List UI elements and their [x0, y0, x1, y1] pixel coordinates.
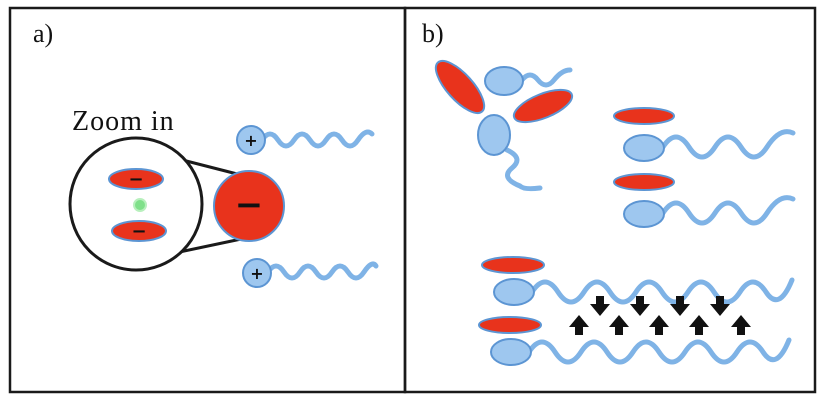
large-anion-sign: −: [235, 185, 264, 225]
panel-b-frame: [403, 6, 817, 394]
pair-2-anion: [613, 173, 675, 191]
down-arrow-4: [710, 296, 730, 316]
pair-4-tail: [526, 337, 792, 365]
cluster-tail-top: [519, 67, 573, 88]
down-arrow-2: [630, 296, 650, 316]
ion-pair-1: [613, 107, 796, 162]
zoom-anion-bottom: −: [111, 220, 167, 242]
pair-4-head: [490, 338, 532, 366]
cluster-anion-left: [434, 59, 486, 115]
pair-3-anion: [481, 256, 545, 274]
up-arrow-5: [731, 315, 751, 335]
cation-bottom-sign: +: [250, 264, 263, 283]
cluster-anion-right: [512, 88, 574, 124]
cluster-tail-bottom: [504, 147, 543, 192]
pair-1-head: [623, 134, 665, 162]
cation-top-sign: +: [244, 131, 257, 150]
pair-1-anion: [613, 107, 675, 125]
zoom-anion-top: −: [108, 168, 164, 190]
ion-pair-4: [478, 316, 792, 366]
pair-2-tail: [660, 195, 796, 226]
zoom-anion-bottom-sign: −: [131, 221, 146, 242]
down-arrow-1: [590, 296, 610, 316]
large-anion: −: [213, 170, 285, 242]
pair-3-tail: [529, 277, 795, 305]
pair-3-head: [493, 278, 535, 306]
disordered-cluster: [434, 59, 574, 192]
up-arrow-4: [689, 315, 709, 335]
pair-1-tail: [660, 129, 796, 160]
up-arrow-2: [609, 315, 629, 335]
cluster-head-top: [484, 66, 524, 96]
zoom-label: Zoom in: [72, 106, 175, 137]
pair-2-head: [623, 200, 665, 228]
down-arrow-3: [670, 296, 690, 316]
pair-4-anion: [478, 316, 542, 334]
up-arrows: [569, 315, 751, 335]
up-arrow-3: [649, 315, 669, 335]
zoom-anion-top-sign: −: [128, 169, 143, 190]
panel-b-label: b): [422, 19, 444, 48]
panel-a-label: a): [33, 19, 53, 48]
cluster-head-bottom: [477, 114, 511, 156]
ion-pair-2: [613, 173, 796, 228]
cation-surfactant-bottom: +: [242, 258, 379, 288]
cation-surfactant-top: +: [236, 125, 375, 155]
center-dot: [133, 198, 147, 212]
down-arrows: [590, 296, 730, 316]
up-arrow-1: [569, 315, 589, 335]
ion-pair-3: [481, 256, 795, 306]
